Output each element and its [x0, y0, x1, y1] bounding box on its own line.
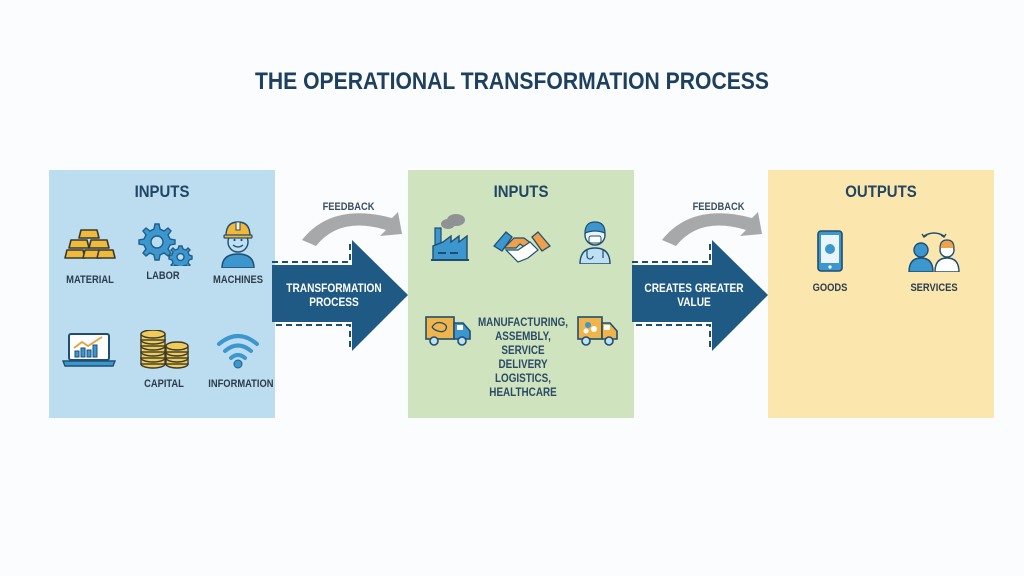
input-labor: LABOR: [129, 220, 197, 282]
inputs-title: INPUTS: [134, 182, 190, 201]
laptop-chart-icon: [61, 333, 117, 367]
transformation-process-arrow: FEEDBACK TRANSFORMATION PROCESS: [272, 196, 417, 358]
feedback-label-1: FEEDBACK: [322, 201, 375, 213]
output-goods-label: GOODS: [812, 282, 848, 294]
handshake-icon: [493, 231, 551, 263]
wifi-icon: [217, 334, 259, 369]
process-title: INPUTS: [493, 182, 549, 201]
inputs-panel: INPUTS MATERIAL LABOR: [49, 170, 275, 418]
diagram-title: THE OPERATIONAL TRANSFORMATION PROCESS: [255, 68, 769, 95]
input-material-label: MATERIAL: [66, 274, 114, 286]
input-labor-label: LABOR: [146, 270, 180, 282]
factory-icon: [431, 214, 469, 261]
input-capital-label: CAPITAL: [144, 378, 184, 390]
input-machines: MACHINES: [207, 218, 269, 286]
input-information: INFORMATION: [203, 330, 274, 390]
gold-bars-icon: [64, 229, 116, 259]
doctor-icon: [579, 221, 611, 264]
input-machines-label: MACHINES: [213, 274, 263, 286]
process-activities: MANUFACTURING, ASSEMBLY, SERVICE DELIVER…: [477, 317, 569, 399]
output-services-label: SERVICES: [910, 282, 958, 294]
coins-icon: [140, 330, 189, 369]
service-people-icon: [908, 232, 960, 272]
delivery-truck-icon: [577, 316, 618, 346]
input-information-label: INFORMATION: [208, 378, 274, 390]
outputs-panel: OUTPUTS GOODS SERVICES: [768, 170, 994, 418]
outputs-title: OUTPUTS: [845, 182, 917, 201]
smartphone-icon: [817, 230, 843, 272]
value-arrow-icon: [632, 240, 768, 351]
feedback-label-2: FEEDBACK: [692, 201, 745, 213]
transformation-process-label: TRANSFORMATION PROCESS: [286, 283, 382, 309]
feedback-arrow-icon: [662, 212, 762, 246]
gears-icon: [138, 223, 193, 266]
input-capital: CAPITAL: [131, 330, 197, 390]
input-material: MATERIAL: [59, 222, 121, 286]
worker-hardhat-icon: [221, 221, 255, 268]
process-panel: INPUTS MANUFACTURING, A: [408, 170, 634, 418]
creates-value-label: CREATES GREATER VALUE: [644, 283, 744, 309]
process-arrow-icon: [272, 240, 408, 351]
creates-value-arrow: FEEDBACK CREATES GREATER VALUE: [632, 196, 777, 358]
delivery-truck-icon: [425, 316, 471, 346]
input-technology: [61, 330, 117, 370]
feedback-arrow-icon: [302, 212, 402, 246]
output-services: SERVICES: [898, 230, 970, 294]
output-goods: GOODS: [800, 230, 860, 294]
